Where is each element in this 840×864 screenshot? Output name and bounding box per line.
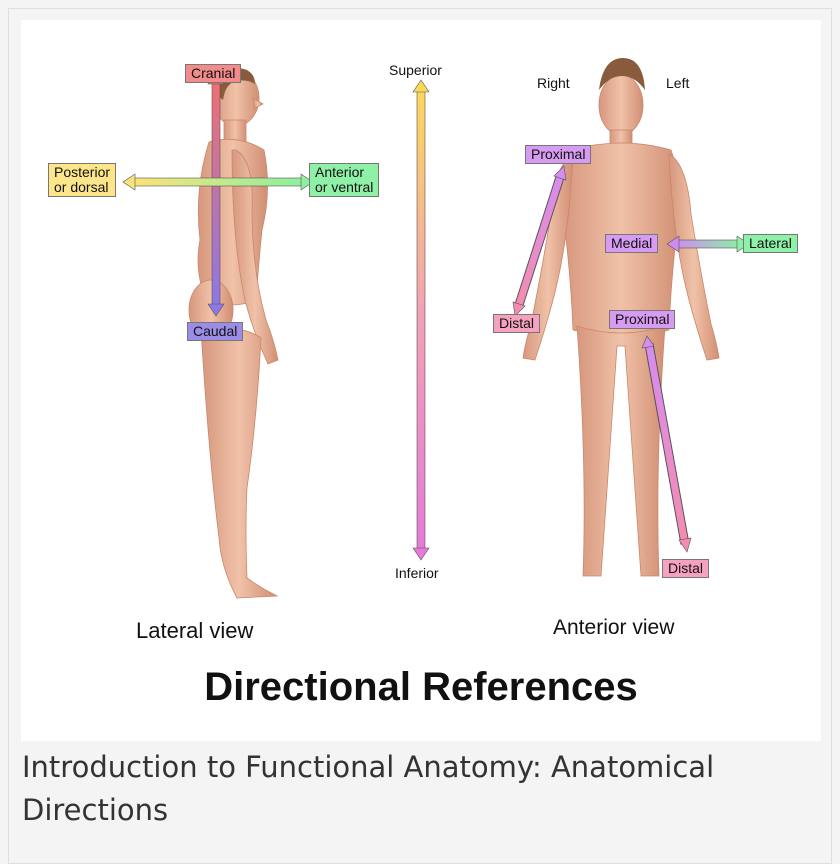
- inferior-label: Inferior: [395, 565, 439, 581]
- lateral-label: Lateral: [743, 234, 798, 253]
- proximal-leg-label: Proximal: [609, 310, 675, 329]
- lateral-view-caption: Lateral view: [136, 618, 253, 644]
- figure-title: Directional References: [21, 665, 821, 710]
- superior-inferior-arrow: [413, 80, 429, 560]
- distal-leg-label: Distal: [662, 559, 709, 578]
- cranial-label: Cranial: [185, 64, 241, 83]
- posterior-label-line2: or dorsal: [54, 180, 110, 195]
- proximal-arm-label: Proximal: [525, 145, 591, 164]
- superior-label: Superior: [389, 62, 442, 78]
- left-side-label: Left: [666, 75, 689, 91]
- medial-lateral-arrow: [667, 236, 749, 252]
- distal-arm-label: Distal: [493, 314, 540, 333]
- anterior-view-caption: Anterior view: [553, 616, 674, 640]
- anterior-label: Anterior or ventral: [309, 163, 379, 197]
- caudal-label: Caudal: [187, 322, 243, 341]
- medial-label: Medial: [605, 234, 658, 253]
- posterior-label-line1: Posterior: [54, 165, 110, 180]
- right-side-label: Right: [537, 75, 570, 91]
- anterior-label-line2: or ventral: [315, 180, 373, 195]
- anatomy-figure: Cranial Caudal Posterior or dorsal Anter…: [21, 20, 821, 741]
- posterior-label: Posterior or dorsal: [48, 163, 116, 197]
- anterior-label-line1: Anterior: [315, 165, 373, 180]
- figure-caption: Introduction to Functional Anatomy: Anat…: [22, 746, 812, 832]
